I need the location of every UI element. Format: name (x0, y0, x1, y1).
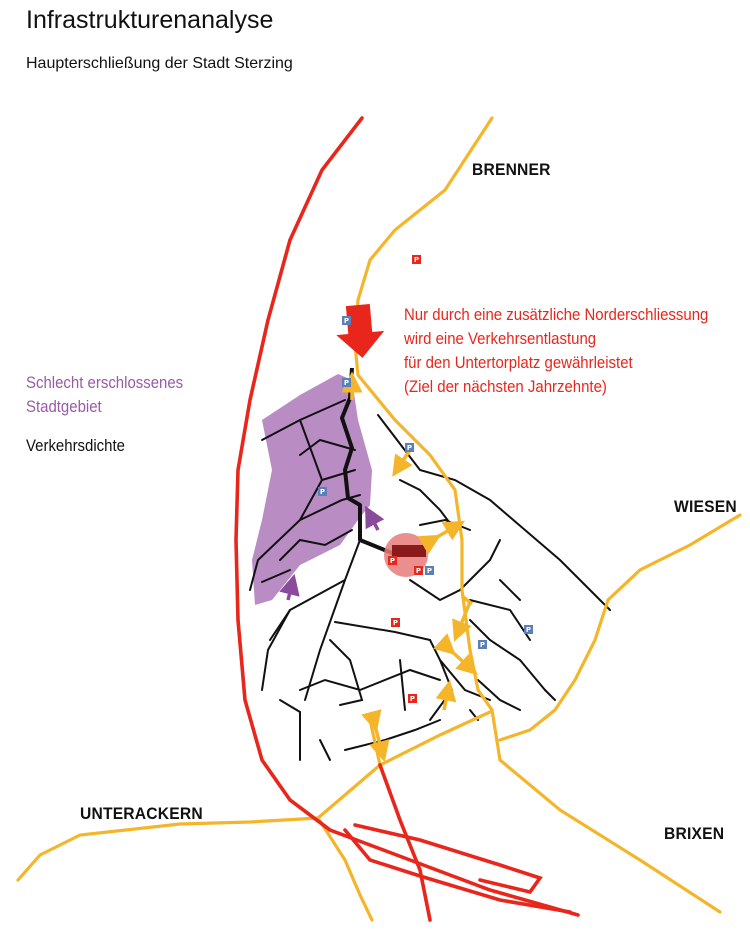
parking-marker-red: P (408, 694, 417, 703)
svg-text:P: P (416, 567, 421, 575)
purple-arrows (279, 505, 385, 601)
underserved-area-label: Schlecht erschlossenes Stadtgebiet (26, 371, 183, 419)
parking-marker-blue: P (405, 443, 414, 452)
underserved-area-label-line: Schlecht erschlossenes (26, 373, 184, 392)
parking-marker-blue: P (425, 566, 434, 575)
svg-text:P: P (526, 626, 531, 634)
traffic-arrows (341, 371, 478, 763)
place-label-brenner: BRENNER (472, 160, 551, 179)
svg-text:P: P (427, 567, 432, 575)
main-access-route (340, 367, 426, 555)
parking-marker-red: P (388, 556, 397, 565)
svg-text:P: P (393, 619, 398, 627)
north-access-note: Nur durch eine zusätzliche Norderschlies… (404, 303, 708, 399)
parking-marker-blue: P (342, 316, 351, 325)
svg-text:P: P (414, 256, 419, 264)
parking-markers: P P P P P P P P P P P P (318, 255, 533, 703)
svg-text:P: P (407, 444, 412, 452)
main-roads (16, 116, 742, 922)
parking-marker-blue: P (478, 640, 487, 649)
street-network (249, 399, 611, 761)
north-access-note-line: Nur durch eine zusätzliche Norderschlies… (404, 305, 709, 324)
traffic-density-label: Verkehrsdichte (26, 436, 125, 455)
parking-marker-blue: P (318, 487, 327, 496)
north-access-arrow (336, 304, 385, 358)
parking-marker-red: P (414, 566, 423, 575)
untertorplatz-block (392, 545, 426, 557)
svg-text:P: P (480, 641, 485, 649)
north-access-note-line: (Ziel der nächsten Jahrzehnte) (404, 377, 607, 396)
place-label-wiesen: WIESEN (674, 497, 737, 516)
place-label-brixen: BRIXEN (664, 824, 725, 843)
parking-marker-blue: P (342, 378, 351, 387)
north-access-note-line: für den Untertorplatz gewährleistet (404, 353, 633, 372)
underserved-area (252, 374, 372, 605)
svg-text:P: P (410, 695, 415, 703)
parking-marker-red: P (412, 255, 421, 264)
parking-marker-red: P (391, 618, 400, 627)
place-label-unterackern: UNTERACKERN (80, 804, 203, 823)
svg-text:P: P (344, 379, 349, 387)
highway (234, 116, 580, 922)
svg-text:P: P (390, 557, 395, 565)
svg-text:P: P (344, 317, 349, 325)
parking-marker-blue: P (524, 625, 533, 634)
north-access-note-line: wird eine Verkehrsentlastung (404, 329, 597, 348)
page-title: Infrastrukturenanalyse (26, 6, 274, 34)
underserved-area-label-line: Stadtgebiet (26, 397, 102, 416)
page-subtitle: Haupterschließung der Stadt Sterzing (26, 55, 293, 72)
svg-text:P: P (320, 488, 325, 496)
